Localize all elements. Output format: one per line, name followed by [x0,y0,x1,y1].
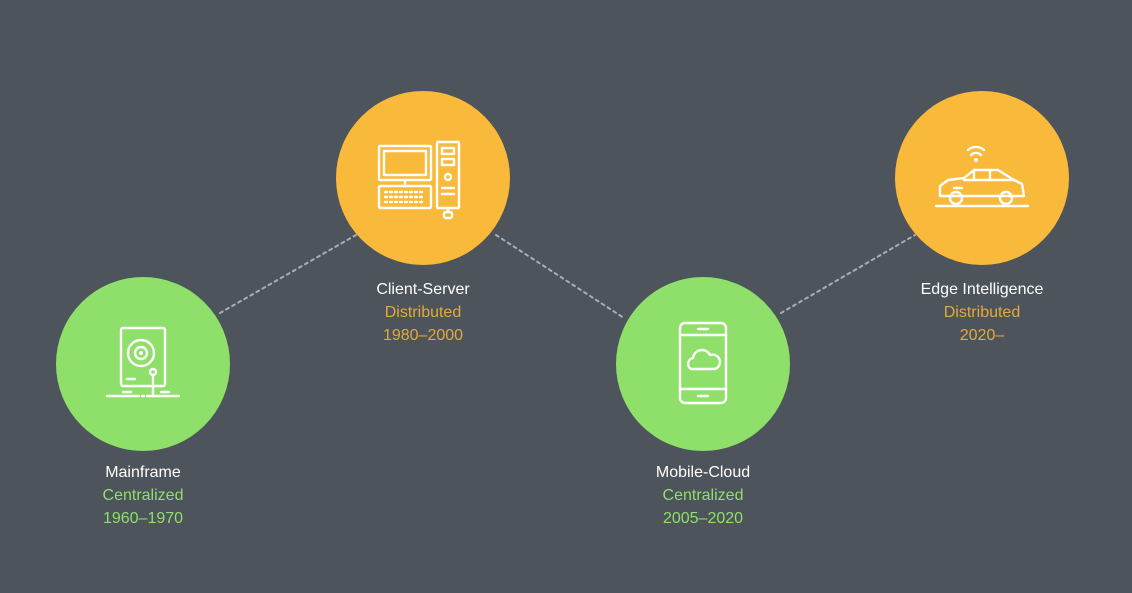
node-edge-intelligence-label: Edge Intelligence Distributed 2020– [872,278,1092,347]
node-mainframe-label: Mainframe Centralized 1960–1970 [33,461,253,530]
node-client-server-kind: Distributed [384,304,462,321]
node-mainframe-circle [56,277,230,451]
node-mobile-cloud-kind: Centralized [662,487,744,504]
node-client-server-label: Client-Server Distributed 1980–2000 [313,278,533,347]
node-mobile-cloud-years: 2005–2020 [662,510,744,527]
node-mainframe-title: Mainframe [105,464,181,481]
node-mobile-cloud-circle [616,277,790,451]
node-client-server-circle [336,91,510,265]
hard-drive-icon [105,326,181,398]
node-edge-intelligence-kind: Distributed [943,304,1021,321]
node-mainframe-years: 1960–1970 [102,510,184,527]
node-mobile-cloud-label: Mobile-Cloud Centralized 2005–2020 [593,461,813,530]
connector-mobile-cloud-to-edge-intelligence [780,234,916,314]
connected-car-icon [934,145,1030,208]
connector-client-server-to-mobile-cloud [495,234,625,319]
node-edge-intelligence-circle [895,91,1069,265]
node-client-server-years: 1980–2000 [382,327,464,344]
smartphone-cloud-icon [678,321,728,405]
connector-mainframe-to-client-server [219,234,357,314]
node-edge-intelligence-years: 2020– [959,327,1005,344]
node-client-server-title: Client-Server [376,281,470,298]
node-edge-intelligence-title: Edge Intelligence [920,281,1044,298]
node-mobile-cloud-title: Mobile-Cloud [655,464,751,481]
node-mainframe-kind: Centralized [102,487,184,504]
desktop-computer-icon [377,140,461,220]
